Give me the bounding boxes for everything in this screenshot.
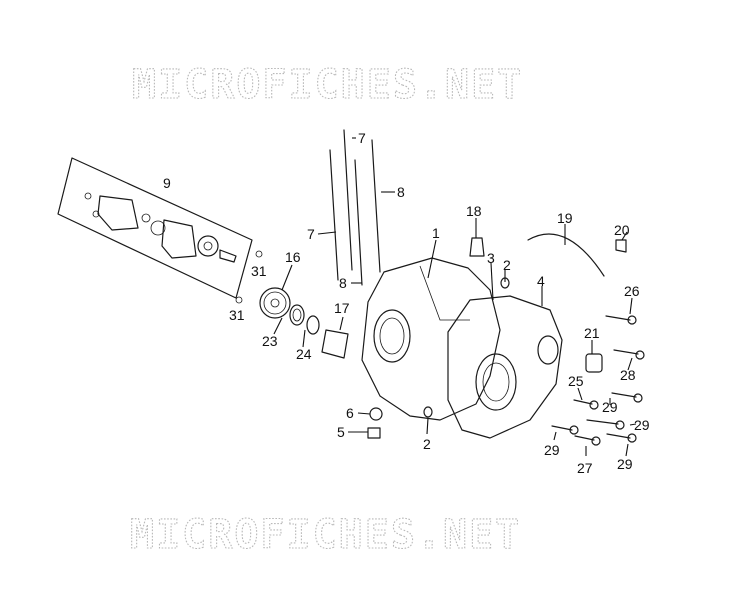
watermark-top: MICROFICHES.NET	[132, 62, 523, 108]
oil-strainer	[321, 329, 349, 359]
callout-7-top: 7	[358, 130, 366, 146]
callout-31-bottom: 31	[229, 307, 245, 323]
callout-2-bottom: 2	[423, 436, 431, 452]
callouts: 7 7 8 8 9 1 3 2 4 18 19 20 16 31 31 17 2…	[163, 130, 650, 476]
callout-23: 23	[262, 333, 278, 349]
callout-29-b: 29	[634, 417, 650, 433]
hose	[527, 233, 605, 277]
callout-6: 6	[346, 405, 354, 421]
sensor	[469, 237, 485, 257]
clip	[615, 239, 627, 253]
sprocket	[259, 287, 291, 319]
washer	[369, 407, 383, 421]
studs	[329, 129, 381, 286]
callout-29-d: 29	[617, 456, 633, 472]
callout-20: 20	[614, 222, 630, 238]
callout-3: 3	[487, 250, 495, 266]
callout-26: 26	[624, 283, 640, 299]
callout-8-right: 8	[397, 184, 405, 200]
crankcase	[361, 257, 563, 439]
small-bolts-31	[235, 250, 263, 304]
callout-31-top: 31	[251, 263, 267, 279]
callout-28: 28	[620, 367, 636, 383]
callout-18: 18	[466, 203, 482, 219]
callout-1: 1	[432, 225, 440, 241]
callout-19: 19	[557, 210, 573, 226]
callout-9: 9	[163, 175, 171, 191]
callout-17: 17	[334, 300, 350, 316]
callout-24: 24	[296, 346, 312, 362]
callout-4: 4	[537, 273, 545, 289]
callout-29-a: 29	[602, 399, 618, 415]
callout-27-a: 27	[577, 460, 593, 476]
oil-pump-kit	[57, 157, 253, 299]
callout-29-c: 29	[544, 442, 560, 458]
drain-bolt	[367, 427, 381, 439]
bearing	[585, 353, 603, 373]
bolts	[551, 315, 645, 446]
callout-7-left: 7	[307, 226, 315, 242]
callout-8-bottom: 8	[339, 275, 347, 291]
watermark-bottom: MICROFICHES.NET	[130, 512, 521, 558]
leader-lines	[273, 137, 637, 457]
callout-25: 25	[568, 373, 584, 389]
dowel-pin	[423, 406, 433, 418]
callout-21-label: 21	[584, 325, 600, 341]
seals	[289, 304, 320, 335]
callout-16: 16	[285, 249, 301, 265]
callout-5: 5	[337, 424, 345, 440]
callout-2-top: 2	[503, 257, 511, 273]
